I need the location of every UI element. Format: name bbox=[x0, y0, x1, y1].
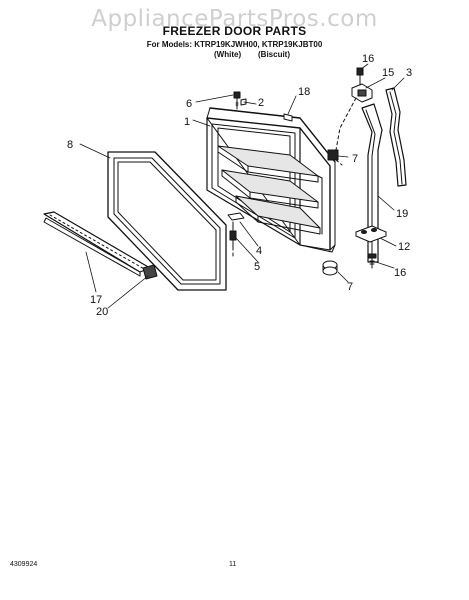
callout-16-bottom: 16 bbox=[394, 267, 406, 279]
callout-16-top: 16 bbox=[362, 53, 374, 65]
door-clip bbox=[283, 113, 293, 122]
page-title: FREEZER DOOR PARTS bbox=[162, 24, 307, 38]
variant-white: (White) bbox=[214, 50, 242, 59]
variant-biscuit: (Biscuit) bbox=[258, 50, 290, 59]
upper-hinge-bracket bbox=[351, 67, 373, 103]
callout-12: 12 bbox=[398, 241, 410, 253]
callout-17: 17 bbox=[90, 294, 102, 306]
watermark: AppliancePartsPros.com bbox=[91, 6, 378, 32]
document-number: 4309924 bbox=[10, 561, 38, 568]
lower-hinge-bracket bbox=[355, 225, 387, 243]
callout-8: 8 bbox=[67, 139, 73, 151]
callout-15: 15 bbox=[382, 67, 394, 79]
callout-7-top: 7 bbox=[352, 153, 358, 165]
callout-7-bottom: 7 bbox=[347, 281, 353, 293]
handle-trim bbox=[385, 87, 407, 187]
page-number: 11 bbox=[229, 561, 237, 568]
freezer-door-panel bbox=[206, 107, 336, 253]
lower-hinge-screw bbox=[367, 253, 377, 269]
callout-leaders bbox=[79, 63, 405, 309]
door-stop-top bbox=[327, 149, 339, 161]
top-hinge-screw bbox=[233, 91, 247, 107]
callout-2: 2 bbox=[258, 97, 264, 109]
callout-3: 3 bbox=[406, 67, 412, 79]
alignment-lines bbox=[232, 81, 373, 259]
door-gasket bbox=[107, 151, 227, 291]
callout-1: 1 bbox=[184, 116, 190, 128]
callout-20: 20 bbox=[96, 306, 108, 318]
callout-5: 5 bbox=[254, 261, 260, 273]
door-handle bbox=[361, 103, 383, 263]
callout-6: 6 bbox=[186, 98, 192, 110]
model-numbers: For Models: KTRP19KJWH00, KTRP19KJBT00 bbox=[146, 40, 323, 49]
callout-18: 18 bbox=[298, 86, 310, 98]
callout-19: 19 bbox=[396, 208, 408, 220]
callout-4: 4 bbox=[256, 245, 262, 257]
door-trim bbox=[43, 211, 158, 280]
door-stop-bottom bbox=[322, 260, 338, 276]
bottom-hinge-pin bbox=[227, 212, 245, 248]
